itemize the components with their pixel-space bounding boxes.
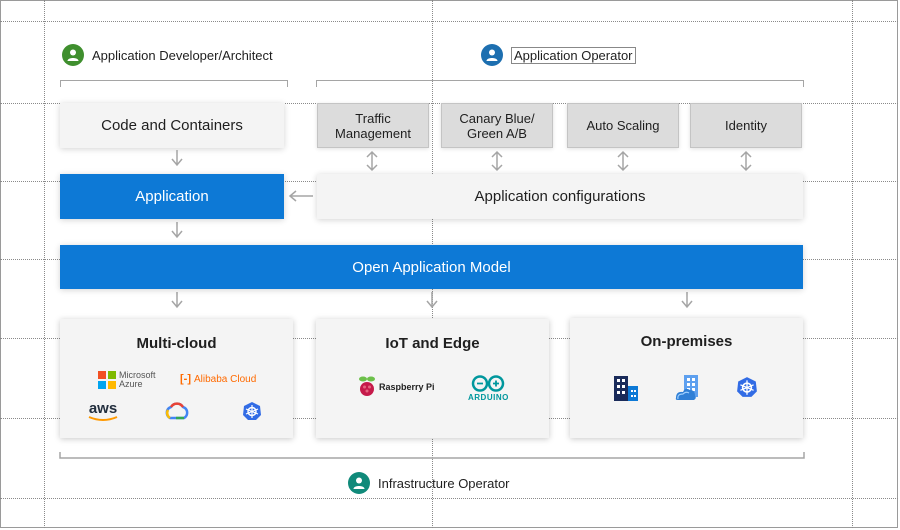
logo-text: aws xyxy=(88,400,118,417)
role-operator: Application Operator xyxy=(481,44,636,66)
role-label: Application Developer/Architect xyxy=(92,47,273,63)
aws-logo: aws xyxy=(88,401,118,422)
kubernetes-icon xyxy=(242,401,262,421)
role-infrastructure: Infrastructure Operator xyxy=(348,472,510,494)
microsoft-azure-logo: Microsoft Azure xyxy=(98,371,156,389)
role-label: Application Operator xyxy=(511,46,636,64)
logo-text: Azure xyxy=(119,379,143,389)
arduino-icon xyxy=(472,375,505,392)
box-label: Open Application Model xyxy=(352,258,511,276)
arrow-bidirectional xyxy=(491,150,503,172)
arrow-down xyxy=(171,222,183,239)
app-configurations-box: Application configurations xyxy=(317,174,803,219)
google-cloud-icon xyxy=(164,402,190,420)
box-label: Code and Containers xyxy=(101,117,243,134)
oam-bar: Open Application Model xyxy=(60,245,803,289)
iot-edge-panel: IoT and Edge Raspberry Pi ARDUINO xyxy=(316,319,549,438)
user-icon xyxy=(481,44,503,66)
role-label: Infrastructure Operator xyxy=(378,475,510,491)
building-icon xyxy=(612,375,640,401)
traffic-management-box: Traffic Management xyxy=(317,103,429,148)
arrow-left xyxy=(288,190,313,202)
panel-title: Multi-cloud xyxy=(136,335,217,352)
aws-smile-icon xyxy=(88,416,118,421)
kubernetes-icon xyxy=(736,376,758,398)
logo-text: Raspberry Pi xyxy=(379,382,435,392)
logo-text: ARDUINO xyxy=(468,393,509,402)
arrow-down xyxy=(681,292,693,309)
box-label: Auto Scaling xyxy=(586,118,660,133)
application-box: Application xyxy=(60,174,284,219)
box-label: Identity xyxy=(725,118,767,133)
developer-bracket xyxy=(60,80,288,87)
arrow-bidirectional xyxy=(366,150,378,172)
canary-box: Canary Blue/ Green A/B xyxy=(441,103,553,148)
arrow-down xyxy=(426,292,438,309)
alibaba-cloud-logo: [-] Alibaba Cloud xyxy=(180,373,256,385)
infrastructure-bracket xyxy=(59,452,805,459)
code-containers-box: Code and Containers xyxy=(60,103,284,148)
raspberry-pi-logo: Raspberry Pi xyxy=(358,376,435,398)
arduino-logo: ARDUINO xyxy=(468,375,509,402)
auto-scaling-box: Auto Scaling xyxy=(567,103,679,148)
identity-box: Identity xyxy=(690,103,802,148)
box-label: Canary Blue/ Green A/B xyxy=(459,110,535,141)
arrow-down xyxy=(171,150,183,167)
operator-bracket xyxy=(316,80,804,87)
role-developer: Application Developer/Architect xyxy=(62,44,273,66)
logo-text: Microsoft xyxy=(119,370,156,380)
on-premises-panel: On-premises xyxy=(570,318,803,438)
raspberry-icon xyxy=(359,376,375,396)
multicloud-panel: Multi-cloud Microsoft Azure [-] Alibaba … xyxy=(60,319,293,438)
logo-text: Alibaba Cloud xyxy=(194,373,257,385)
arrow-bidirectional xyxy=(740,150,752,172)
box-label: Application xyxy=(135,188,209,205)
microsoft-icon xyxy=(98,371,116,389)
box-label: Traffic Management xyxy=(335,110,411,141)
azure-stack-icon xyxy=(674,374,702,402)
box-label: Application configurations xyxy=(474,188,646,205)
user-icon xyxy=(348,472,370,494)
panel-title: On-premises xyxy=(640,333,733,350)
arrow-down xyxy=(171,292,183,309)
user-icon xyxy=(62,44,84,66)
arrow-bidirectional xyxy=(617,150,629,172)
alibaba-icon: [-] xyxy=(180,373,191,385)
panel-title: IoT and Edge xyxy=(385,335,480,352)
